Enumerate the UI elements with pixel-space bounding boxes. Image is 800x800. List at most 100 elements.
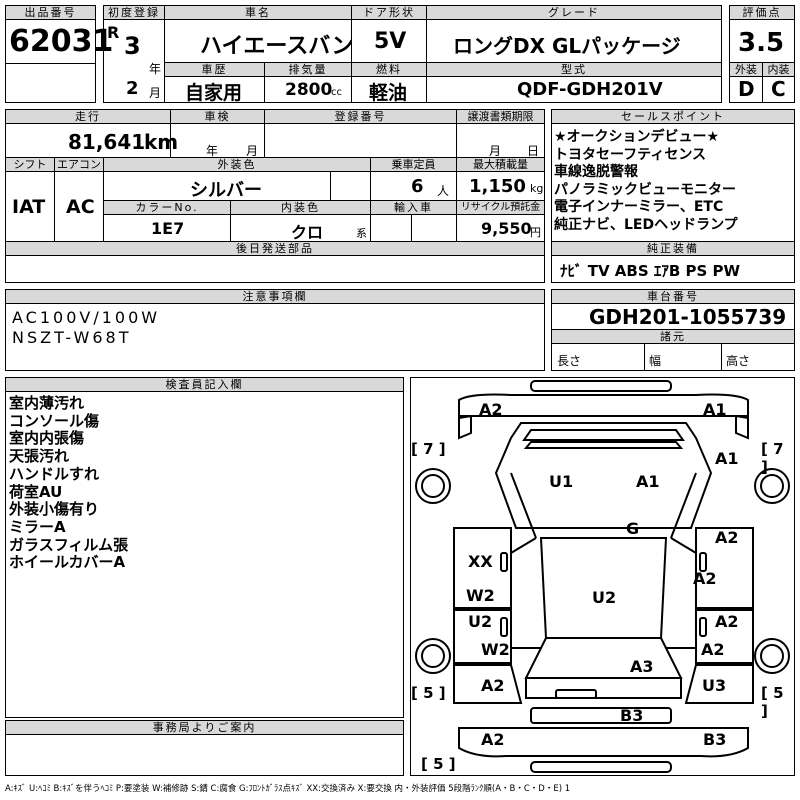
- inspector-line: ホイールカバーA: [9, 553, 126, 572]
- notes-line: NSZT-W68T: [12, 328, 132, 347]
- inspection-year-unit: 年: [206, 144, 219, 158]
- first-reg-box: R 3 年 2 月: [103, 19, 165, 103]
- inspector-line: 室内薄汚れ: [9, 394, 85, 412]
- recycle-value: 9,550: [481, 219, 532, 238]
- int-color-value: クロ: [291, 223, 324, 242]
- lot-number: 62031: [9, 24, 114, 59]
- recycle-box: 9,550 円: [456, 214, 545, 242]
- inspector-line: ガラスフィルム張: [9, 535, 129, 554]
- mark-a1-hood: A1: [636, 472, 660, 491]
- first-reg-year-unit: 年: [149, 62, 162, 76]
- legend-text: A:ｷｽﾞ U:ﾍｺﾐ B:ｷｽﾞを伴うﾍｺﾐ P:要塗装 W:補修跡 S:錆 …: [5, 784, 571, 794]
- int-color-label: 内装色: [230, 200, 371, 215]
- tire-rear-right: [ 5 ]: [761, 684, 784, 720]
- score-ext-box: D: [729, 76, 763, 103]
- reg-no-box: [264, 123, 457, 158]
- color-no-label: カラーNo.: [103, 200, 231, 215]
- notes-box: AC100V/100W NSZT-W68T: [5, 303, 545, 371]
- sales-point-item: 車線逸脱警報: [554, 164, 638, 180]
- capacity-label: 乗車定員: [370, 157, 457, 172]
- capacity-unit: 人: [437, 184, 450, 198]
- grade-label: グレード: [426, 5, 722, 20]
- capacity-value: 6: [411, 176, 424, 197]
- ext-color-box: シルバー: [103, 171, 371, 201]
- mark-a2-right-door2: A2: [693, 569, 717, 588]
- sales-point-item: 電子インナーミラー、ETC: [554, 199, 724, 215]
- sales-point-item: ★オークションデビュー★: [554, 129, 720, 145]
- score-ext-value: D: [738, 77, 755, 101]
- mark-a2-front-left: A2: [479, 400, 503, 419]
- car-diagram-panel: A2 A1 A1 U1 A1 G A2 XX A2 W2 U2 U2 A2 W2…: [410, 377, 795, 776]
- dims-divider-1: [644, 344, 645, 370]
- history-value: 自家用: [185, 82, 243, 104]
- ext-color-value: シルバー: [190, 180, 262, 201]
- dims-label: 諸元: [551, 329, 795, 344]
- recycle-unit: 円: [530, 226, 541, 239]
- later-parts-box: [5, 255, 545, 283]
- lot-extra-box: [5, 63, 96, 103]
- dims-width: 幅: [649, 354, 662, 368]
- transfer-label: 譲渡書類期限: [456, 109, 545, 124]
- car-name-label: 車名: [164, 5, 352, 20]
- grade-value: ロングDX GLパッケージ: [453, 34, 681, 58]
- notes-line: AC100V/100W: [12, 308, 161, 327]
- shift-label: シフト: [5, 157, 55, 172]
- mark-a2-left-quarter: A2: [481, 676, 505, 695]
- lot-box: 62031: [5, 19, 113, 64]
- equipment-value: ﾅﾋﾞ TV ABS ｴｱB PS PW: [560, 262, 741, 280]
- first-reg-label: 初度登録: [103, 5, 165, 20]
- inspector-line: 外装小傷有り: [9, 500, 100, 519]
- later-parts-label: 後日発送部品: [5, 241, 545, 256]
- lot-label: 出品番号: [5, 5, 96, 20]
- transfer-month-unit: 月: [489, 144, 502, 158]
- mark-u2-left-side: U2: [468, 612, 493, 631]
- inspector-line: 天張汚れ: [9, 447, 70, 466]
- car-name-value: ハイエースバン: [200, 34, 354, 59]
- sales-points-box: ★オークションデビュー★ トヨタセーフティセンス 車線逸脱警報 パノラミックビュ…: [551, 123, 795, 242]
- displacement-value: 2800: [285, 80, 333, 100]
- inspector-line: ミラーA: [9, 517, 66, 536]
- inspector-box: 室内薄汚れ コンソール傷 室内内張傷 天張汚れ ハンドルすれ 荷室AU 外装小傷…: [5, 391, 404, 718]
- inspector-line: 室内内張傷: [9, 429, 85, 448]
- aircon-box: AC: [54, 171, 104, 242]
- first-reg-month: 2: [126, 78, 139, 99]
- mileage-value: 81,641: [68, 130, 146, 154]
- mark-a2-right-side: A2: [715, 612, 739, 631]
- color-no-box: 1E7: [103, 214, 231, 242]
- equipment-box: ﾅﾋﾞ TV ABS ｴｱB PS PW: [551, 255, 795, 283]
- sales-point-item: トヨタセーフティセンス: [554, 146, 707, 163]
- door-label: ドア形状: [351, 5, 427, 20]
- fuel-box: 軽油: [351, 76, 427, 104]
- score-value: 3.5: [738, 28, 785, 58]
- equipment-label: 純正装備: [551, 241, 795, 256]
- inspector-line: 荷室AU: [9, 482, 63, 501]
- mark-a2-right-door1: A2: [715, 528, 739, 547]
- transfer-day-unit: 日: [527, 144, 540, 158]
- color-no-value: 1E7: [151, 219, 185, 238]
- office-label: 事務局よりご案内: [5, 720, 404, 735]
- mark-xx-left-door: XX: [468, 552, 493, 571]
- fuel-label: 燃料: [351, 62, 427, 77]
- mark-w2-left-rear: W2: [481, 640, 510, 659]
- displacement-label: 排気量: [264, 62, 352, 77]
- mark-w2-left-side: W2: [466, 586, 495, 605]
- mark-a2-rear-left: A2: [481, 730, 505, 749]
- score-ext-label: 外装: [729, 62, 763, 77]
- tire-front-right: [ 7 ]: [761, 440, 784, 476]
- sales-points-label: セールスポイント: [551, 109, 795, 124]
- mark-b3-rear-right: B3: [703, 730, 727, 749]
- tire-spare: [ 5 ]: [421, 755, 456, 773]
- mileage-label: 走行: [5, 109, 171, 124]
- inspection-box: 年 月: [170, 123, 265, 158]
- notes-label: 注意事項欄: [5, 289, 545, 304]
- office-box: [5, 734, 404, 776]
- reg-no-label: 登録番号: [264, 109, 457, 124]
- recycle-label: リサイクル預託金: [456, 200, 545, 215]
- sales-point-item: パノラミックビューモニター: [554, 181, 736, 198]
- model-box: QDF-GDH201V: [426, 76, 722, 103]
- first-reg-year: 3: [124, 32, 141, 60]
- chassis-box: GDH201-1055739: [551, 303, 795, 330]
- fuel-value: 軽油: [369, 82, 408, 104]
- import-label: 輸入車: [370, 200, 457, 215]
- max-load-box: 1,150 kg: [456, 171, 545, 201]
